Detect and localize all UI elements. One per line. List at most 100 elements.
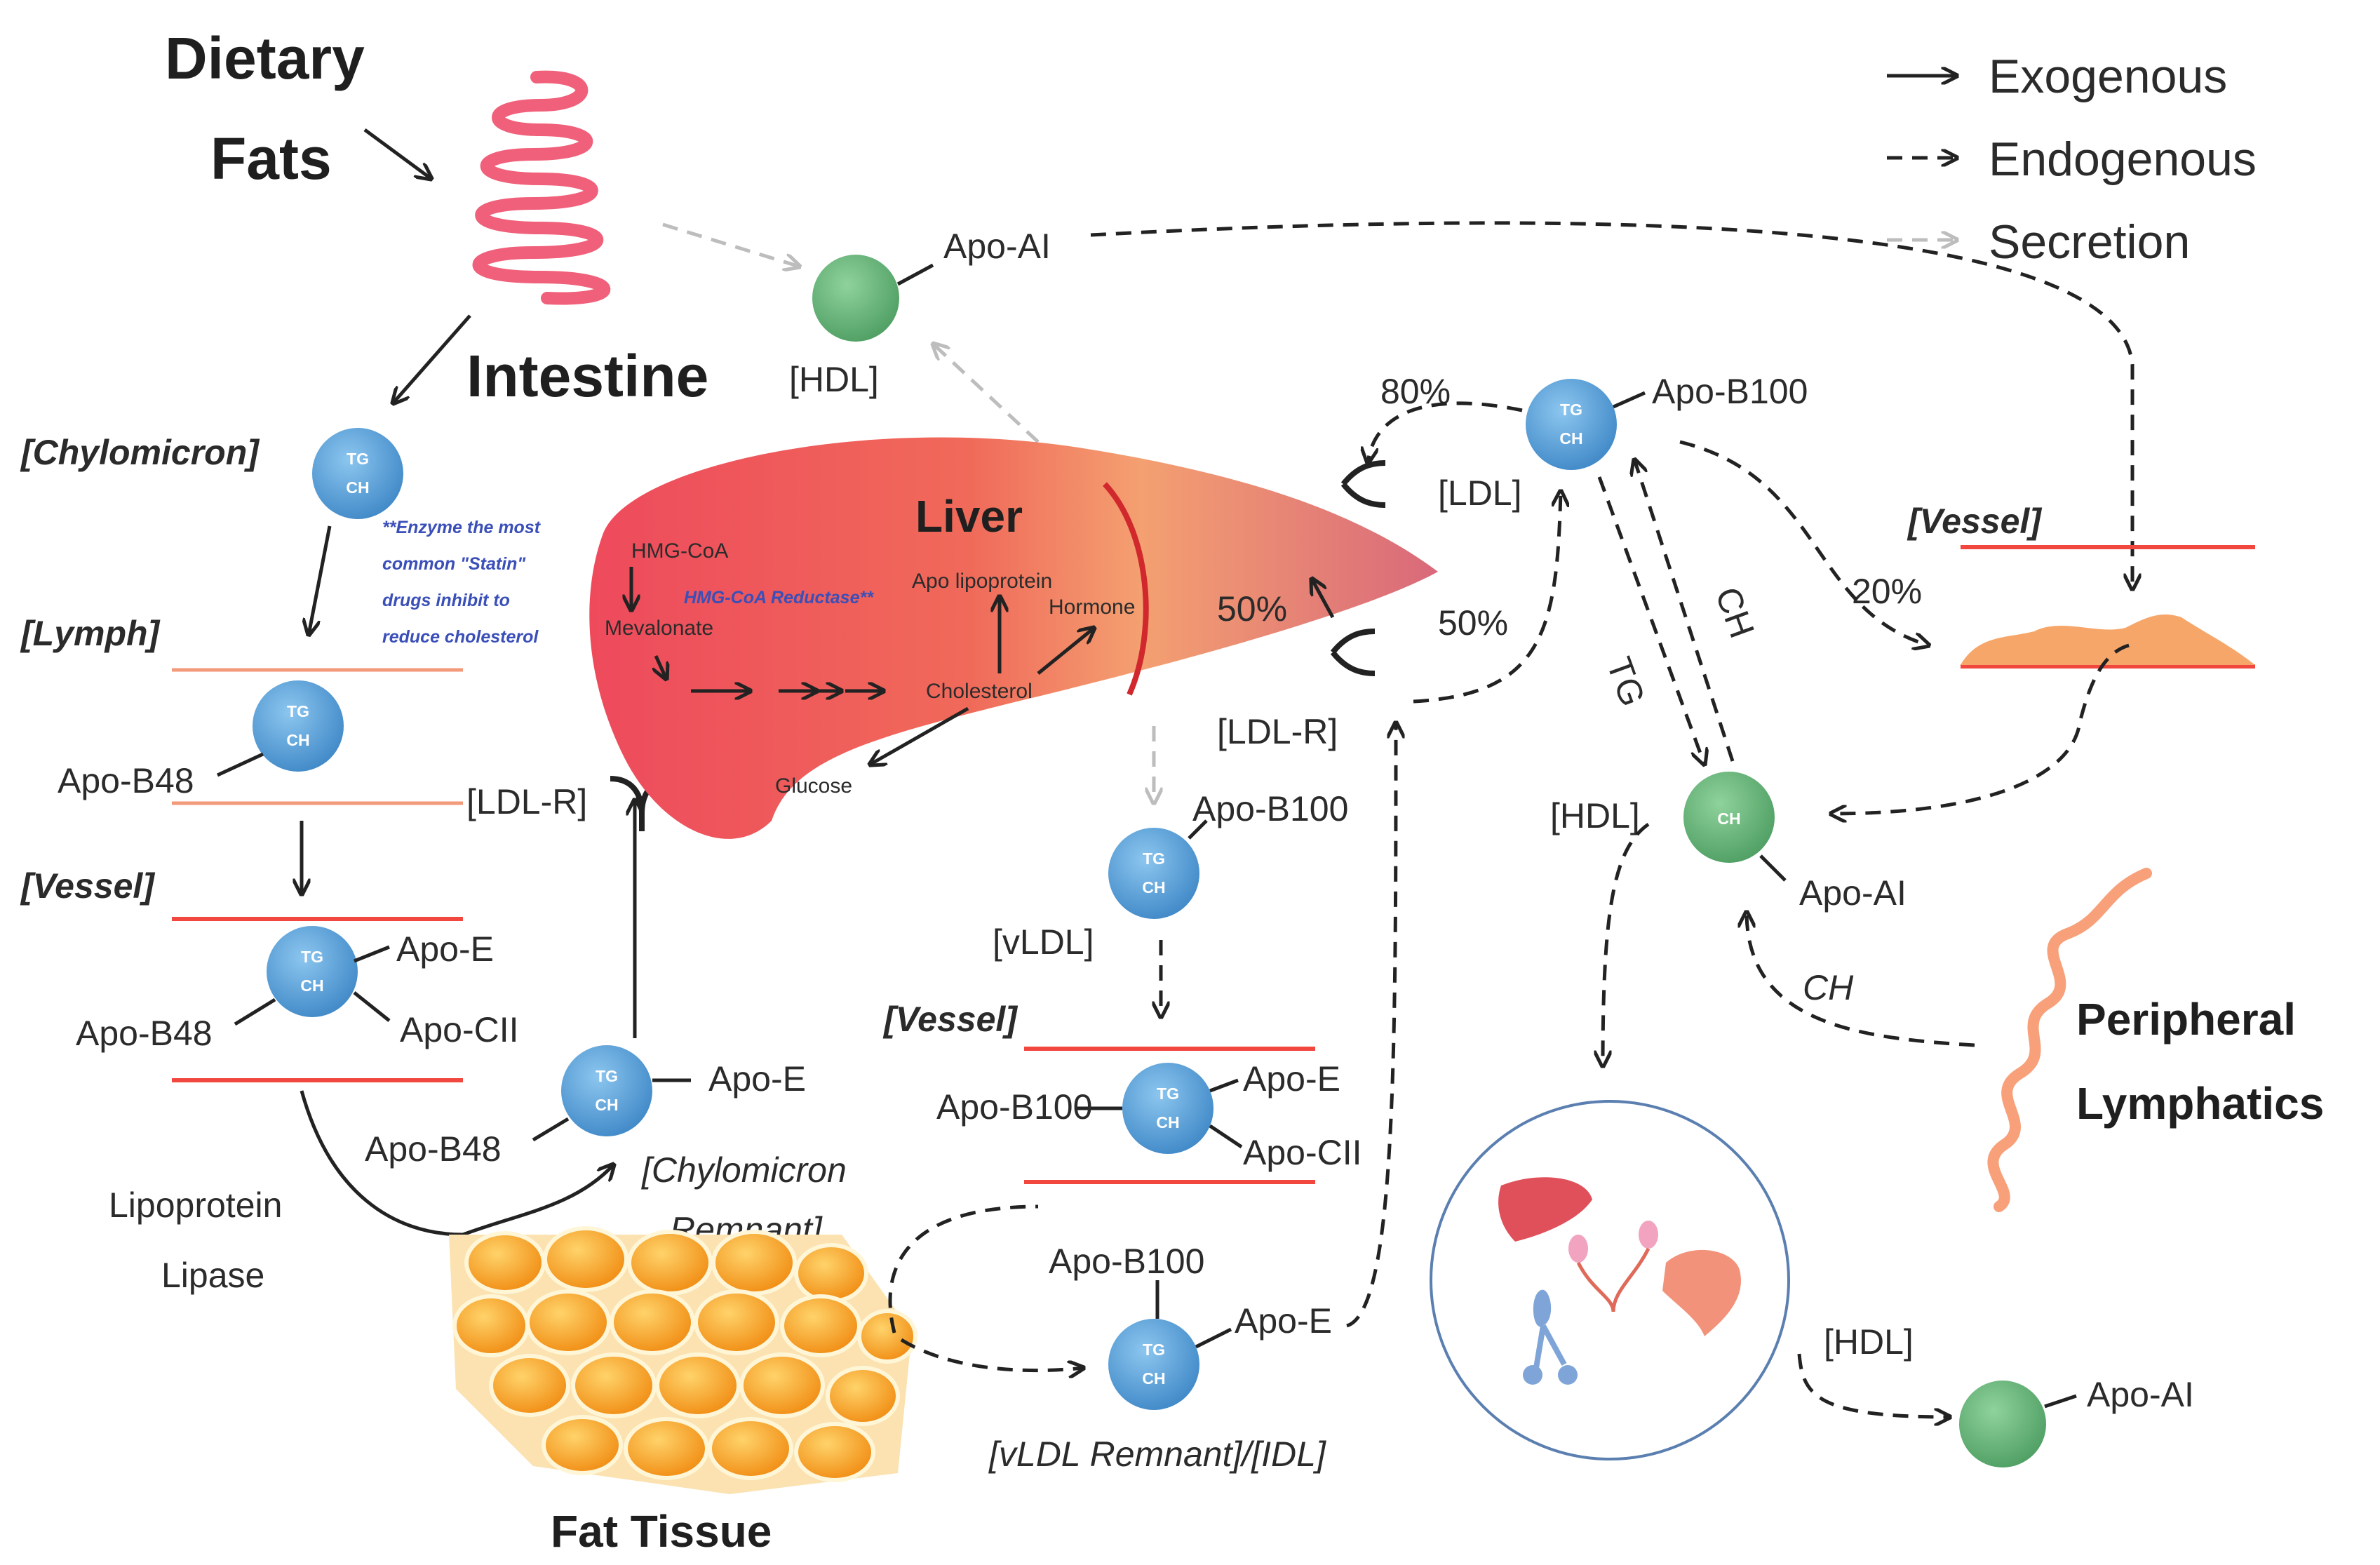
tg-label: TG: [1157, 1084, 1179, 1103]
intestine-icon: [472, 70, 611, 305]
vldl-remnant-label: [vLDL Remnant]/[IDL]: [988, 1435, 1326, 1474]
dietary-label: Dietary: [165, 25, 365, 91]
lymph-chylomicron-particle: TG CH: [253, 680, 344, 772]
arrow-cholesterol-to-hormone: [1037, 628, 1094, 675]
apo-e-stalk: [354, 945, 390, 963]
ch-label: CH: [1559, 429, 1582, 448]
apo-ai-stalk-bottom: [2044, 1394, 2077, 1409]
intestine-label: Intestine: [466, 343, 708, 409]
chylomicron-particle: TG CH: [312, 428, 403, 519]
arrow-lymphatics-to-hdl: [1747, 912, 1975, 1047]
ldl-label: [LDL]: [1438, 473, 1522, 513]
arrow-ldl-to-hdl-tg: [1597, 476, 1705, 765]
ldl-receptor-icon-right: [1330, 629, 1376, 676]
arrow-lpl-curve: [300, 1090, 464, 1237]
ch-label: CH: [286, 731, 309, 749]
fat-tissue-icon: [449, 1226, 917, 1494]
arrow-fat-to-vessel-curve: [888, 1204, 1039, 1334]
chylomicron-label: [Chylomicron]: [20, 433, 260, 472]
apo-cii-stalk-mid: [1209, 1124, 1243, 1149]
apo-e-label-vessel: Apo-E: [396, 929, 494, 969]
vessel-label-left: [Vessel]: [20, 866, 156, 906]
apo-b100-label-ldl: Apo-B100: [1652, 372, 1808, 411]
hdl-particle-top: [812, 255, 899, 342]
ch-flow-label-exchange: CH: [1708, 582, 1762, 643]
arrow-hdl-to-ldl-ch: [1634, 459, 1735, 762]
arrow-fat-to-idl: [900, 1338, 1084, 1371]
arrow-ldl-to-vessel-20: [1679, 440, 1929, 645]
chylomicron-remnant-label-1: [Chylomicron: [641, 1150, 847, 1190]
plaque-icon: [1961, 614, 2255, 665]
ch-label: CH: [1717, 810, 1740, 828]
arrow-intestine-secretes-hdl: [662, 222, 800, 267]
hdl-label-mid: [HDL]: [1550, 796, 1640, 835]
lymphatic-icon: [1987, 868, 2152, 1212]
ch-label: CH: [1142, 1369, 1165, 1388]
vessel-vldl-particle: TG CH: [1122, 1063, 1213, 1154]
arrow-chylomicron-to-lymph: [309, 525, 332, 635]
ch-label: CH: [346, 478, 369, 497]
tg-label: TG: [1560, 401, 1582, 419]
apo-b100-stalk-vldl: [1188, 819, 1208, 840]
vessel-chylomicron-particle: TG CH: [267, 926, 358, 1017]
note-line-2: common "Statin": [382, 554, 526, 574]
tg-label: TG: [1143, 849, 1165, 868]
liver-label: Liver: [915, 491, 1023, 542]
ldl-r-label-right: [LDL-R]: [1217, 712, 1338, 751]
arrow-fats-to-intestine: [363, 128, 431, 179]
hdl-label-bottom: [HDL]: [1824, 1322, 1914, 1362]
fats-label: Fats: [210, 126, 332, 192]
apo-cii-label-mid: Apo-CII: [1243, 1133, 1362, 1172]
arrow-ldl-r-into-liver: [1312, 579, 1335, 619]
ch-label: CH: [300, 976, 323, 995]
percent-50-liver: 50%: [1217, 589, 1287, 629]
legend: Exogenous Endogenous Secretion: [1887, 50, 2257, 269]
apo-b48-label-remnant: Apo-B48: [365, 1129, 502, 1169]
lymphatics-label: Lymphatics: [2076, 1078, 2324, 1129]
arrow-plaque-to-hdl: [1831, 643, 2130, 814]
hdl-particle-bottom: [1959, 1381, 2046, 1467]
apo-b48-stalk-vessel: [234, 998, 276, 1026]
apo-b100-label-vessel: Apo-B100: [936, 1087, 1092, 1127]
arrow-ldl-r-to-ldl-50: [1413, 491, 1561, 704]
lipase-label: Lipase: [161, 1256, 264, 1295]
arrow-intestine-to-chylomicron: [393, 314, 471, 403]
legend-endogenous: Endogenous: [1989, 133, 2257, 186]
apo-b48-label-vessel: Apo-B48: [76, 1014, 213, 1053]
apo-ai-stalk-top: [896, 263, 934, 286]
apo-ai-stalk-mid: [1759, 854, 1787, 882]
vessel-label-right: [Vessel]: [1907, 502, 2043, 541]
apo-e-label-mid: Apo-E: [1243, 1059, 1340, 1099]
apo-ai-label-bottom: Apo-AI: [2087, 1375, 2194, 1414]
tg-label: TG: [1143, 1341, 1165, 1359]
peripheral-label: Peripheral: [2076, 994, 2296, 1045]
tg-label: TG: [301, 948, 323, 966]
apo-b48-stalk-remnant: [532, 1117, 570, 1142]
arrow-cholesterol-to-glucose: [870, 706, 969, 765]
arrow-idl-to-ldl-r: [1346, 723, 1396, 1328]
hormone-label: Hormone: [1049, 596, 1135, 619]
ldl-receptor-icon-top: [1340, 460, 1386, 508]
apo-cii-label-vessel: Apo-CII: [400, 1010, 519, 1049]
apo-b100-label-vldl: Apo-B100: [1192, 789, 1348, 828]
apo-cii-stalk: [353, 991, 391, 1022]
tg-flow-label: TG: [1599, 652, 1653, 711]
tg-label: TG: [347, 450, 369, 468]
arrow-to-chylomicron-remnant: [462, 1164, 614, 1237]
liver-icon: [589, 437, 1438, 839]
vldl-label: [vLDL]: [993, 922, 1094, 962]
legend-exogenous: Exogenous: [1989, 50, 2227, 103]
ch-label: CH: [1156, 1113, 1179, 1131]
mevalonate-label: Mevalonate: [605, 617, 713, 640]
ch-flow-label-lymph: CH: [1803, 968, 1854, 1007]
note-line-1: **Enzyme the most: [382, 518, 542, 537]
ldl-r-label-left: [LDL-R]: [466, 782, 587, 821]
apo-ai-label-mid: Apo-AI: [1799, 873, 1907, 913]
arrow-hdl-to-vessel: [1090, 221, 2132, 589]
ch-label: CH: [1142, 878, 1165, 896]
statin-note: **Enzyme the most common "Statin" drugs …: [382, 518, 542, 647]
tg-label: TG: [596, 1067, 618, 1085]
percent-50-right: 50%: [1438, 603, 1508, 643]
